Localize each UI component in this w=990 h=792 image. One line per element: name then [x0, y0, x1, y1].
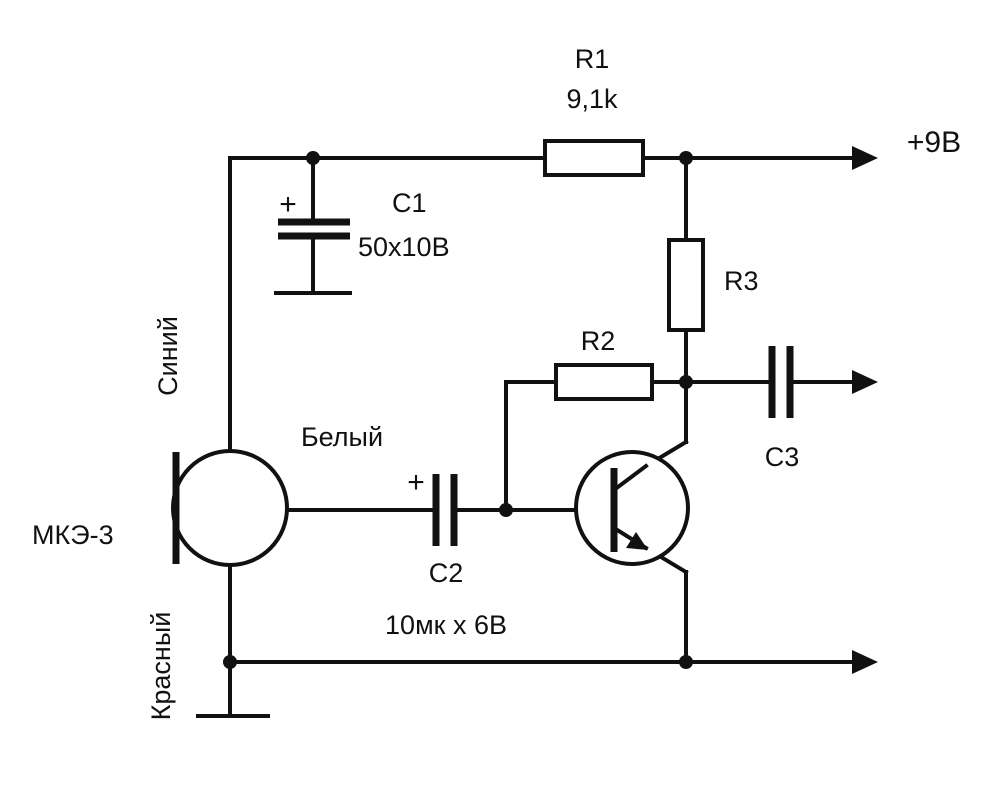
label-mic-wire-blue: Синий — [153, 316, 183, 396]
arrow-supply — [852, 146, 878, 170]
label-mic-wire-red: Красный — [146, 612, 176, 721]
label-r2-name: R2 — [581, 326, 616, 356]
label-r1-value: 9,1k — [566, 84, 618, 114]
resistor-r3 — [667, 238, 705, 332]
label-c1-polarity: + — [279, 188, 297, 221]
transistor-emitter-arrow — [626, 532, 648, 550]
label-c2-name: C2 — [429, 558, 464, 588]
label-c1-name: C1 — [392, 188, 427, 218]
arrow-output — [852, 370, 878, 394]
label-c1-value: 50x10B — [358, 232, 450, 262]
transistor-body — [574, 450, 690, 566]
label-mic-model: МКЭ-3 — [32, 520, 114, 550]
microphone-body — [171, 449, 289, 567]
transistor-collector-lead — [611, 463, 649, 493]
label-mic-wire-white: Белый — [301, 422, 383, 452]
junction-base — [499, 503, 513, 517]
label-r3-name: R3 — [724, 266, 759, 296]
resistor-r1 — [543, 139, 645, 177]
label-supply: +9B — [907, 126, 961, 159]
junction-r1-r3 — [679, 151, 693, 165]
arrow-ground — [852, 650, 878, 674]
junction-c1 — [306, 151, 320, 165]
label-c2-polarity: + — [407, 466, 425, 499]
junction-collector — [679, 375, 693, 389]
junction-ground-right — [679, 655, 693, 669]
label-c2-value: 10мк x 6B — [385, 610, 507, 640]
label-r1-name: R1 — [575, 44, 610, 74]
resistor-r2 — [554, 363, 654, 401]
junction-ground-left — [223, 655, 237, 669]
label-c3-name: C3 — [765, 442, 800, 472]
